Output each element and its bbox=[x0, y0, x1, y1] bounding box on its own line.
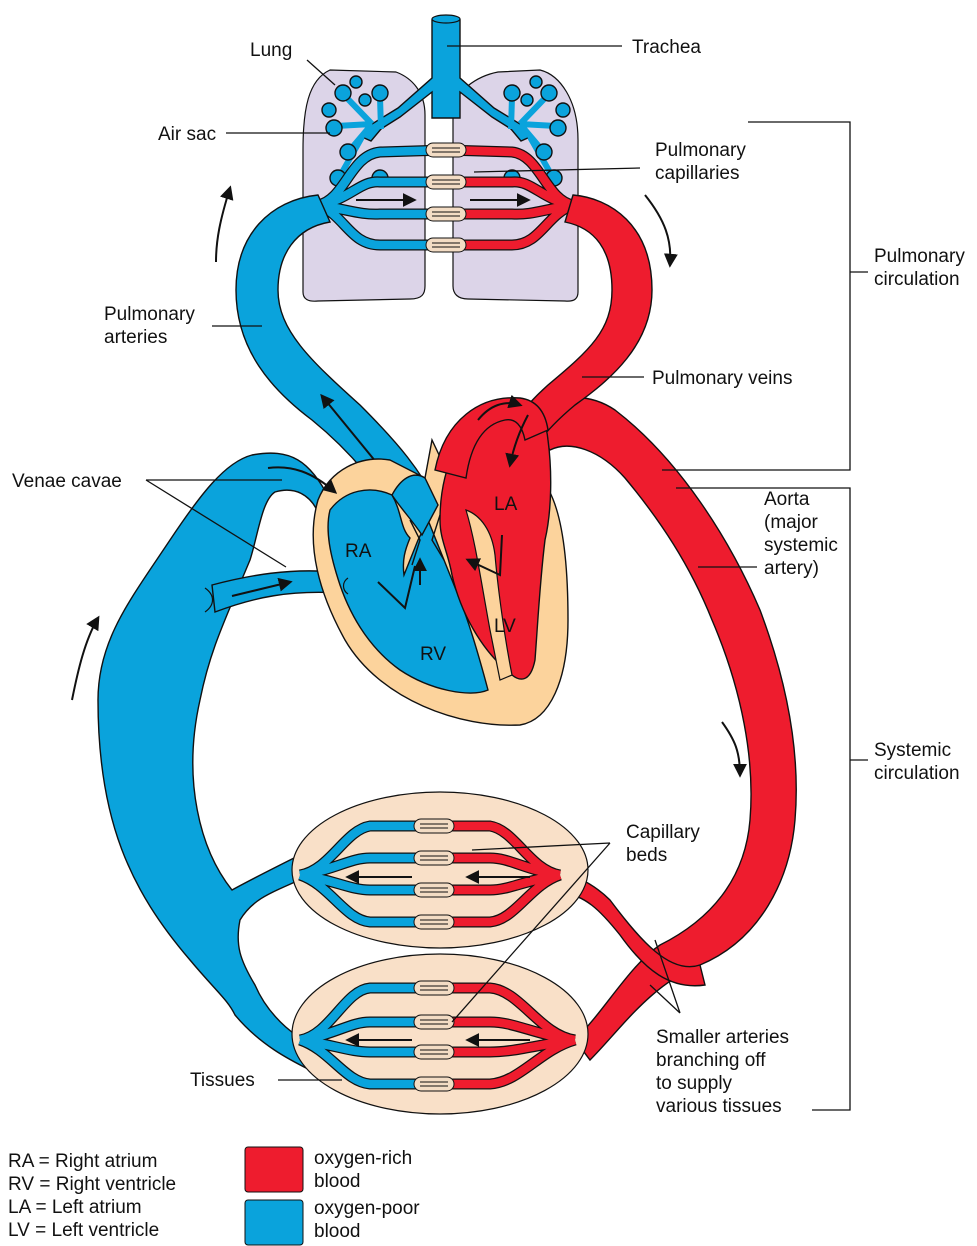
venae-cavae-trunk bbox=[98, 453, 330, 1070]
color-legend: oxygen-rich blood oxygen-poor blood bbox=[245, 1147, 425, 1245]
label-aorta: Aorta (major systemic artery) bbox=[764, 489, 843, 579]
label-capillary-beds: Capillary beds bbox=[626, 822, 705, 866]
label-smaller-arteries: Smaller arteries branching off to supply… bbox=[656, 1027, 794, 1117]
label-tissues: Tissues bbox=[190, 1070, 255, 1091]
legend-oxygen-rich-text: oxygen-rich blood bbox=[314, 1148, 418, 1192]
key-la: LA = Left atrium bbox=[8, 1197, 142, 1218]
legend-oxygen-poor-text: oxygen-poor blood bbox=[314, 1198, 425, 1242]
label-lung: Lung bbox=[250, 40, 292, 61]
capillary-bed-lower bbox=[292, 954, 588, 1114]
heart bbox=[268, 398, 568, 725]
label-rv: RV bbox=[420, 644, 446, 665]
label-pulmonary-arteries: Pulmonary arteries bbox=[104, 304, 200, 348]
label-systemic-circulation: Systemic circulation bbox=[874, 740, 960, 784]
capillary-bed-upper bbox=[292, 792, 588, 948]
label-trachea: Trachea bbox=[632, 37, 701, 58]
label-pulmonary-capillaries: Pulmonary capillaries bbox=[655, 140, 751, 184]
label-pulmonary-veins: Pulmonary veins bbox=[652, 368, 792, 389]
label-la: LA bbox=[494, 494, 518, 515]
legend-swatch-oxygen-poor bbox=[245, 1200, 303, 1245]
legend-swatch-oxygen-rich bbox=[245, 1147, 303, 1192]
label-lv: LV bbox=[494, 616, 516, 637]
label-air-sac: Air sac bbox=[158, 124, 216, 145]
label-venae-cavae: Venae cavae bbox=[12, 471, 122, 492]
label-ra: RA bbox=[345, 541, 372, 562]
label-pulmonary-circulation: Pulmonary circulation bbox=[874, 246, 970, 290]
abbreviation-key: RA = Right atrium RV = Right ventricle L… bbox=[8, 1151, 176, 1241]
key-rv: RV = Right ventricle bbox=[8, 1174, 176, 1195]
key-ra: RA = Right atrium bbox=[8, 1151, 157, 1172]
key-lv: LV = Left ventricle bbox=[8, 1220, 159, 1241]
